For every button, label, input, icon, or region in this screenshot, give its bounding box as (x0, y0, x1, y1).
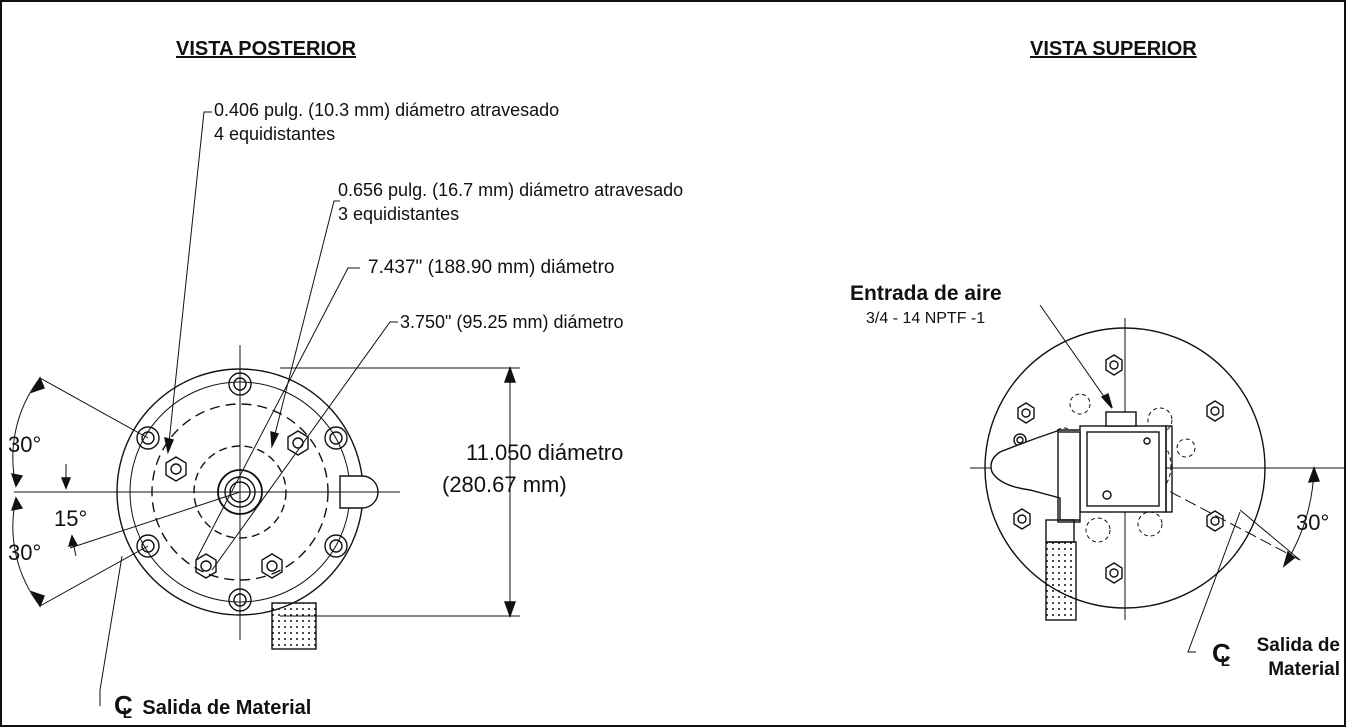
air-inlet-label: Entrada de aire (850, 282, 1002, 305)
rear-muffler (271, 602, 317, 650)
small-holes-note: 0.406 pulg. (10.3 mm) diámetro atravesad… (214, 98, 559, 146)
large-holes-note-line2: 3 equidistantes (338, 204, 460, 224)
centerline-subscript: L (122, 705, 132, 723)
top-centerline-line1: Salida de (1256, 635, 1340, 656)
center-circle-note: 3.750" (95.25 mm) diámetro (400, 312, 624, 332)
rear-hex-nuts (165, 430, 309, 579)
top-valve-body (1079, 425, 1167, 513)
top-view-drawing (970, 304, 1346, 653)
top-handle (990, 429, 1080, 521)
angle-lower-label: 30° (8, 540, 42, 565)
top-centerline-subscript: L (1220, 653, 1230, 671)
bolt-circle-note: 7.437" (188.90 mm) diámetro (368, 257, 615, 278)
large-holes-note: 0.656 pulg. (16.7 mm) diámetro atravesad… (338, 178, 683, 226)
rear-view-title: VISTA POSTERIOR (176, 38, 357, 60)
top-view-title: VISTA SUPERIOR (1030, 38, 1197, 60)
top-centerline-label: Salida de Material (1236, 634, 1340, 682)
top-rim-bolts (1013, 354, 1224, 584)
small-holes-note-line1: 0.406 pulg. (10.3 mm) diámetro atravesad… (214, 100, 560, 120)
angle-middle-label: 15° (54, 506, 88, 531)
top-centerline-symbol: C (1212, 638, 1231, 668)
rear-centerline-text: Salida de Material (142, 697, 312, 719)
overall-diameter-line1: 11.050 diámetro (466, 440, 624, 465)
rear-centerline-label: CL Salida de Material (114, 690, 311, 722)
top-angle-label: 30° (1296, 510, 1330, 535)
top-air-inlet-fitting (1105, 411, 1137, 427)
air-inlet-spec: 3/4 - 14 NPTF -1 (866, 310, 986, 327)
angle-upper-label: 30° (8, 432, 42, 457)
rear-view-drawing (10, 111, 520, 706)
centerline-symbol: C (114, 690, 133, 720)
top-muffler (1045, 541, 1077, 621)
top-centerline-symbol-group: CL (1212, 638, 1231, 671)
small-holes-note-line2: 4 equidistantes (214, 124, 336, 144)
large-holes-note-line1: 0.656 pulg. (16.7 mm) diámetro atravesad… (338, 180, 684, 200)
overall-diameter-line2: (280.67 mm) (442, 472, 567, 497)
top-centerline-line2: Material (1268, 659, 1340, 680)
